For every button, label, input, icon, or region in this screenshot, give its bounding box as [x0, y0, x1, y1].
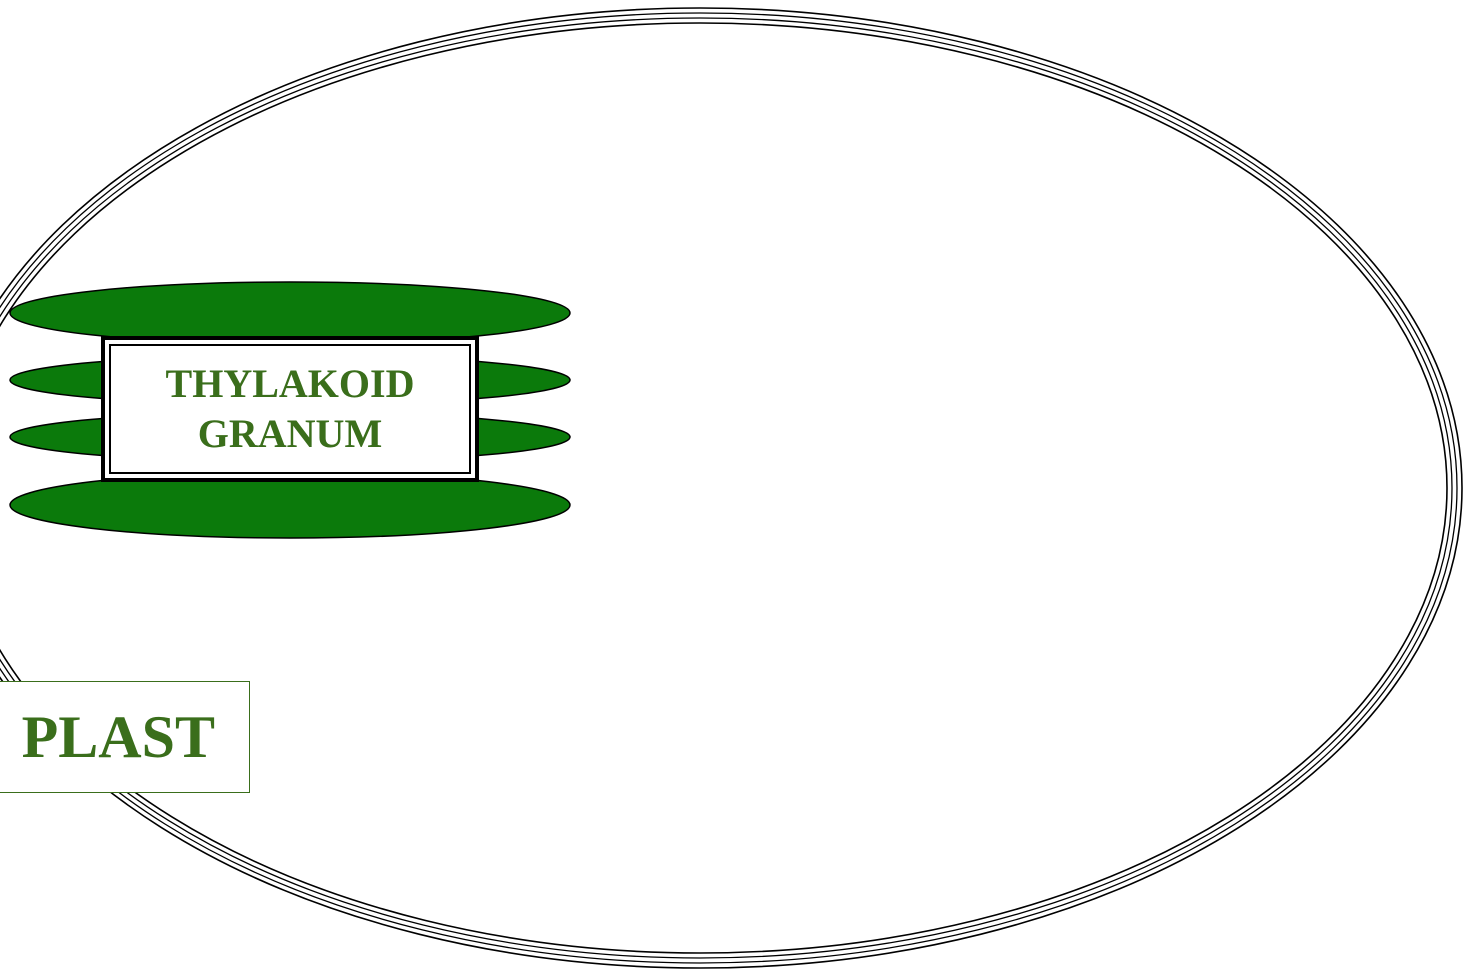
- thylakoid-disc: [10, 282, 570, 344]
- thylakoid-granum-label: THYLAKOID GRANUM: [101, 336, 479, 482]
- granum-label-line2: GRANUM: [198, 409, 382, 459]
- chloroplast-label-text: PLAST: [22, 703, 215, 772]
- chloroplast-label: PLAST: [0, 681, 250, 793]
- granum-label-line1: THYLAKOID: [166, 359, 415, 409]
